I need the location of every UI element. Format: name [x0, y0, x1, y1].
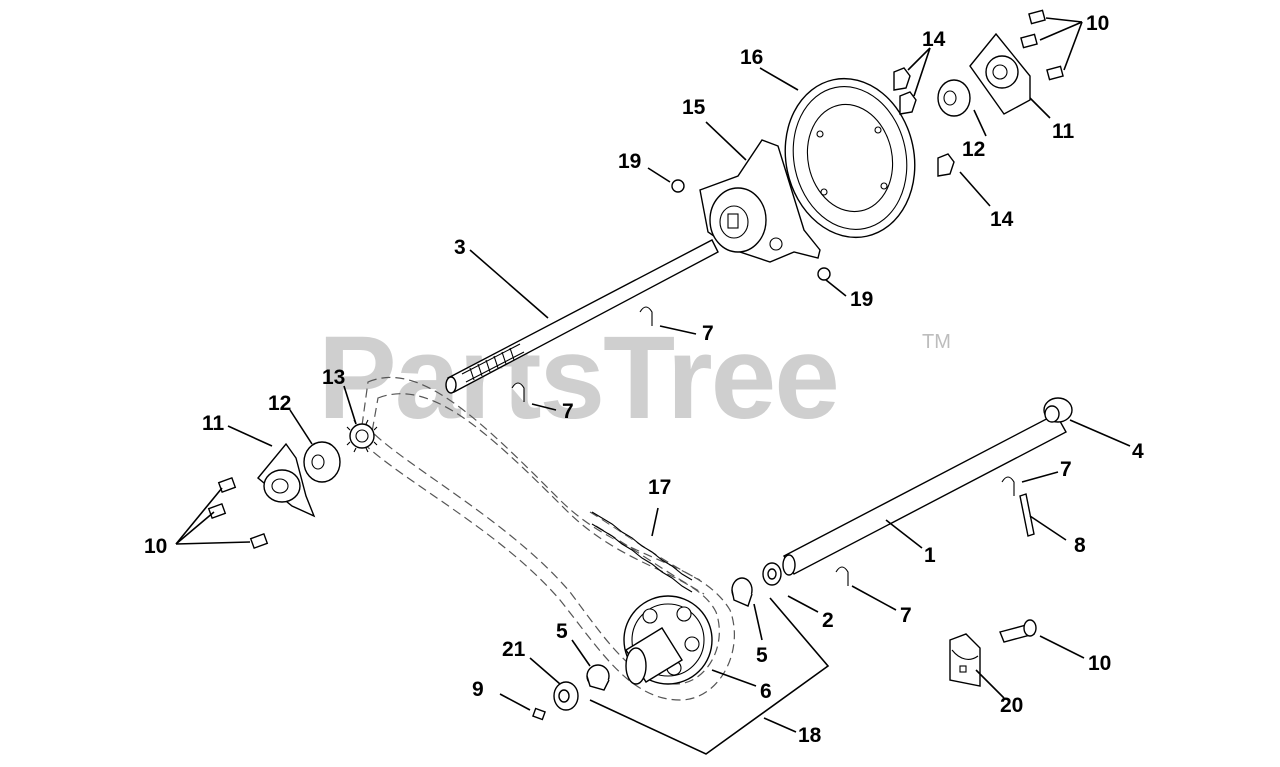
small-sprocket	[346, 419, 378, 453]
callout-5a: 5	[556, 620, 568, 643]
callout-20: 20	[1000, 694, 1023, 717]
callout-5b: 5	[756, 644, 768, 667]
callout-18: 18	[798, 724, 822, 747]
key	[1019, 493, 1035, 537]
callout-8: 8	[1074, 534, 1086, 557]
screw	[999, 619, 1037, 643]
bushing-left	[586, 664, 610, 691]
bracket	[949, 633, 981, 687]
small-bolt	[532, 707, 546, 721]
callout-9: 9	[472, 678, 484, 701]
callout-7b: 7	[562, 400, 574, 423]
callout-4: 4	[1132, 440, 1144, 463]
bolts-right	[1020, 9, 1064, 81]
callout-10-top: 10	[1086, 12, 1109, 35]
callout-21: 21	[502, 638, 526, 661]
callout-7d: 7	[900, 604, 912, 627]
washer	[762, 562, 782, 586]
spacer-washer	[553, 681, 579, 711]
callout-19-bottom: 19	[850, 288, 873, 311]
callout-15: 15	[682, 96, 706, 119]
callout-11-left: 11	[202, 412, 225, 435]
callout-17: 17	[648, 476, 671, 499]
upper-shaft	[445, 239, 719, 394]
large-sprocket	[623, 595, 713, 685]
lower-shaft	[782, 413, 1067, 576]
callout-1: 1	[924, 544, 936, 567]
studs	[893, 67, 955, 177]
callout-10-left: 10	[144, 535, 167, 558]
callout-6: 6	[760, 680, 772, 703]
bushing	[1043, 397, 1073, 423]
callout-16: 16	[740, 46, 763, 69]
bushing-right	[731, 577, 753, 607]
callout-10-bottom: 10	[1088, 652, 1111, 675]
flange-bearing-left	[257, 442, 316, 518]
callout-14-right: 14	[990, 208, 1014, 231]
bearing-left	[303, 441, 341, 483]
callout-14-top: 14	[922, 28, 946, 51]
callout-7c: 7	[1060, 458, 1072, 481]
callout-2: 2	[822, 609, 834, 632]
callout-12-left: 12	[268, 392, 291, 415]
chain-links	[591, 511, 693, 593]
watermark-text: PartsTree	[318, 312, 838, 444]
flange-bearing-right	[969, 32, 1031, 115]
bearing-right	[937, 79, 971, 117]
bolts-left	[207, 477, 269, 549]
callout-12-right: 12	[962, 138, 985, 161]
callout-13: 13	[322, 366, 345, 389]
drive-disc	[784, 77, 916, 239]
leader-lines	[175, 17, 1131, 755]
ring-lower	[817, 267, 831, 281]
callout-11-right: 11	[1052, 120, 1075, 143]
callout-7a: 7	[702, 322, 714, 345]
callout-19-top: 19	[618, 150, 641, 173]
callout-3: 3	[454, 236, 466, 259]
clips	[511, 306, 1015, 586]
ring-upper	[671, 179, 685, 193]
drive-housing	[699, 139, 821, 263]
callouts: 1 2 3 4 5 5 6 7 7 7 7 8 9 10 10 10 11 11…	[144, 12, 1144, 747]
watermark-trademark: TM	[922, 331, 951, 353]
